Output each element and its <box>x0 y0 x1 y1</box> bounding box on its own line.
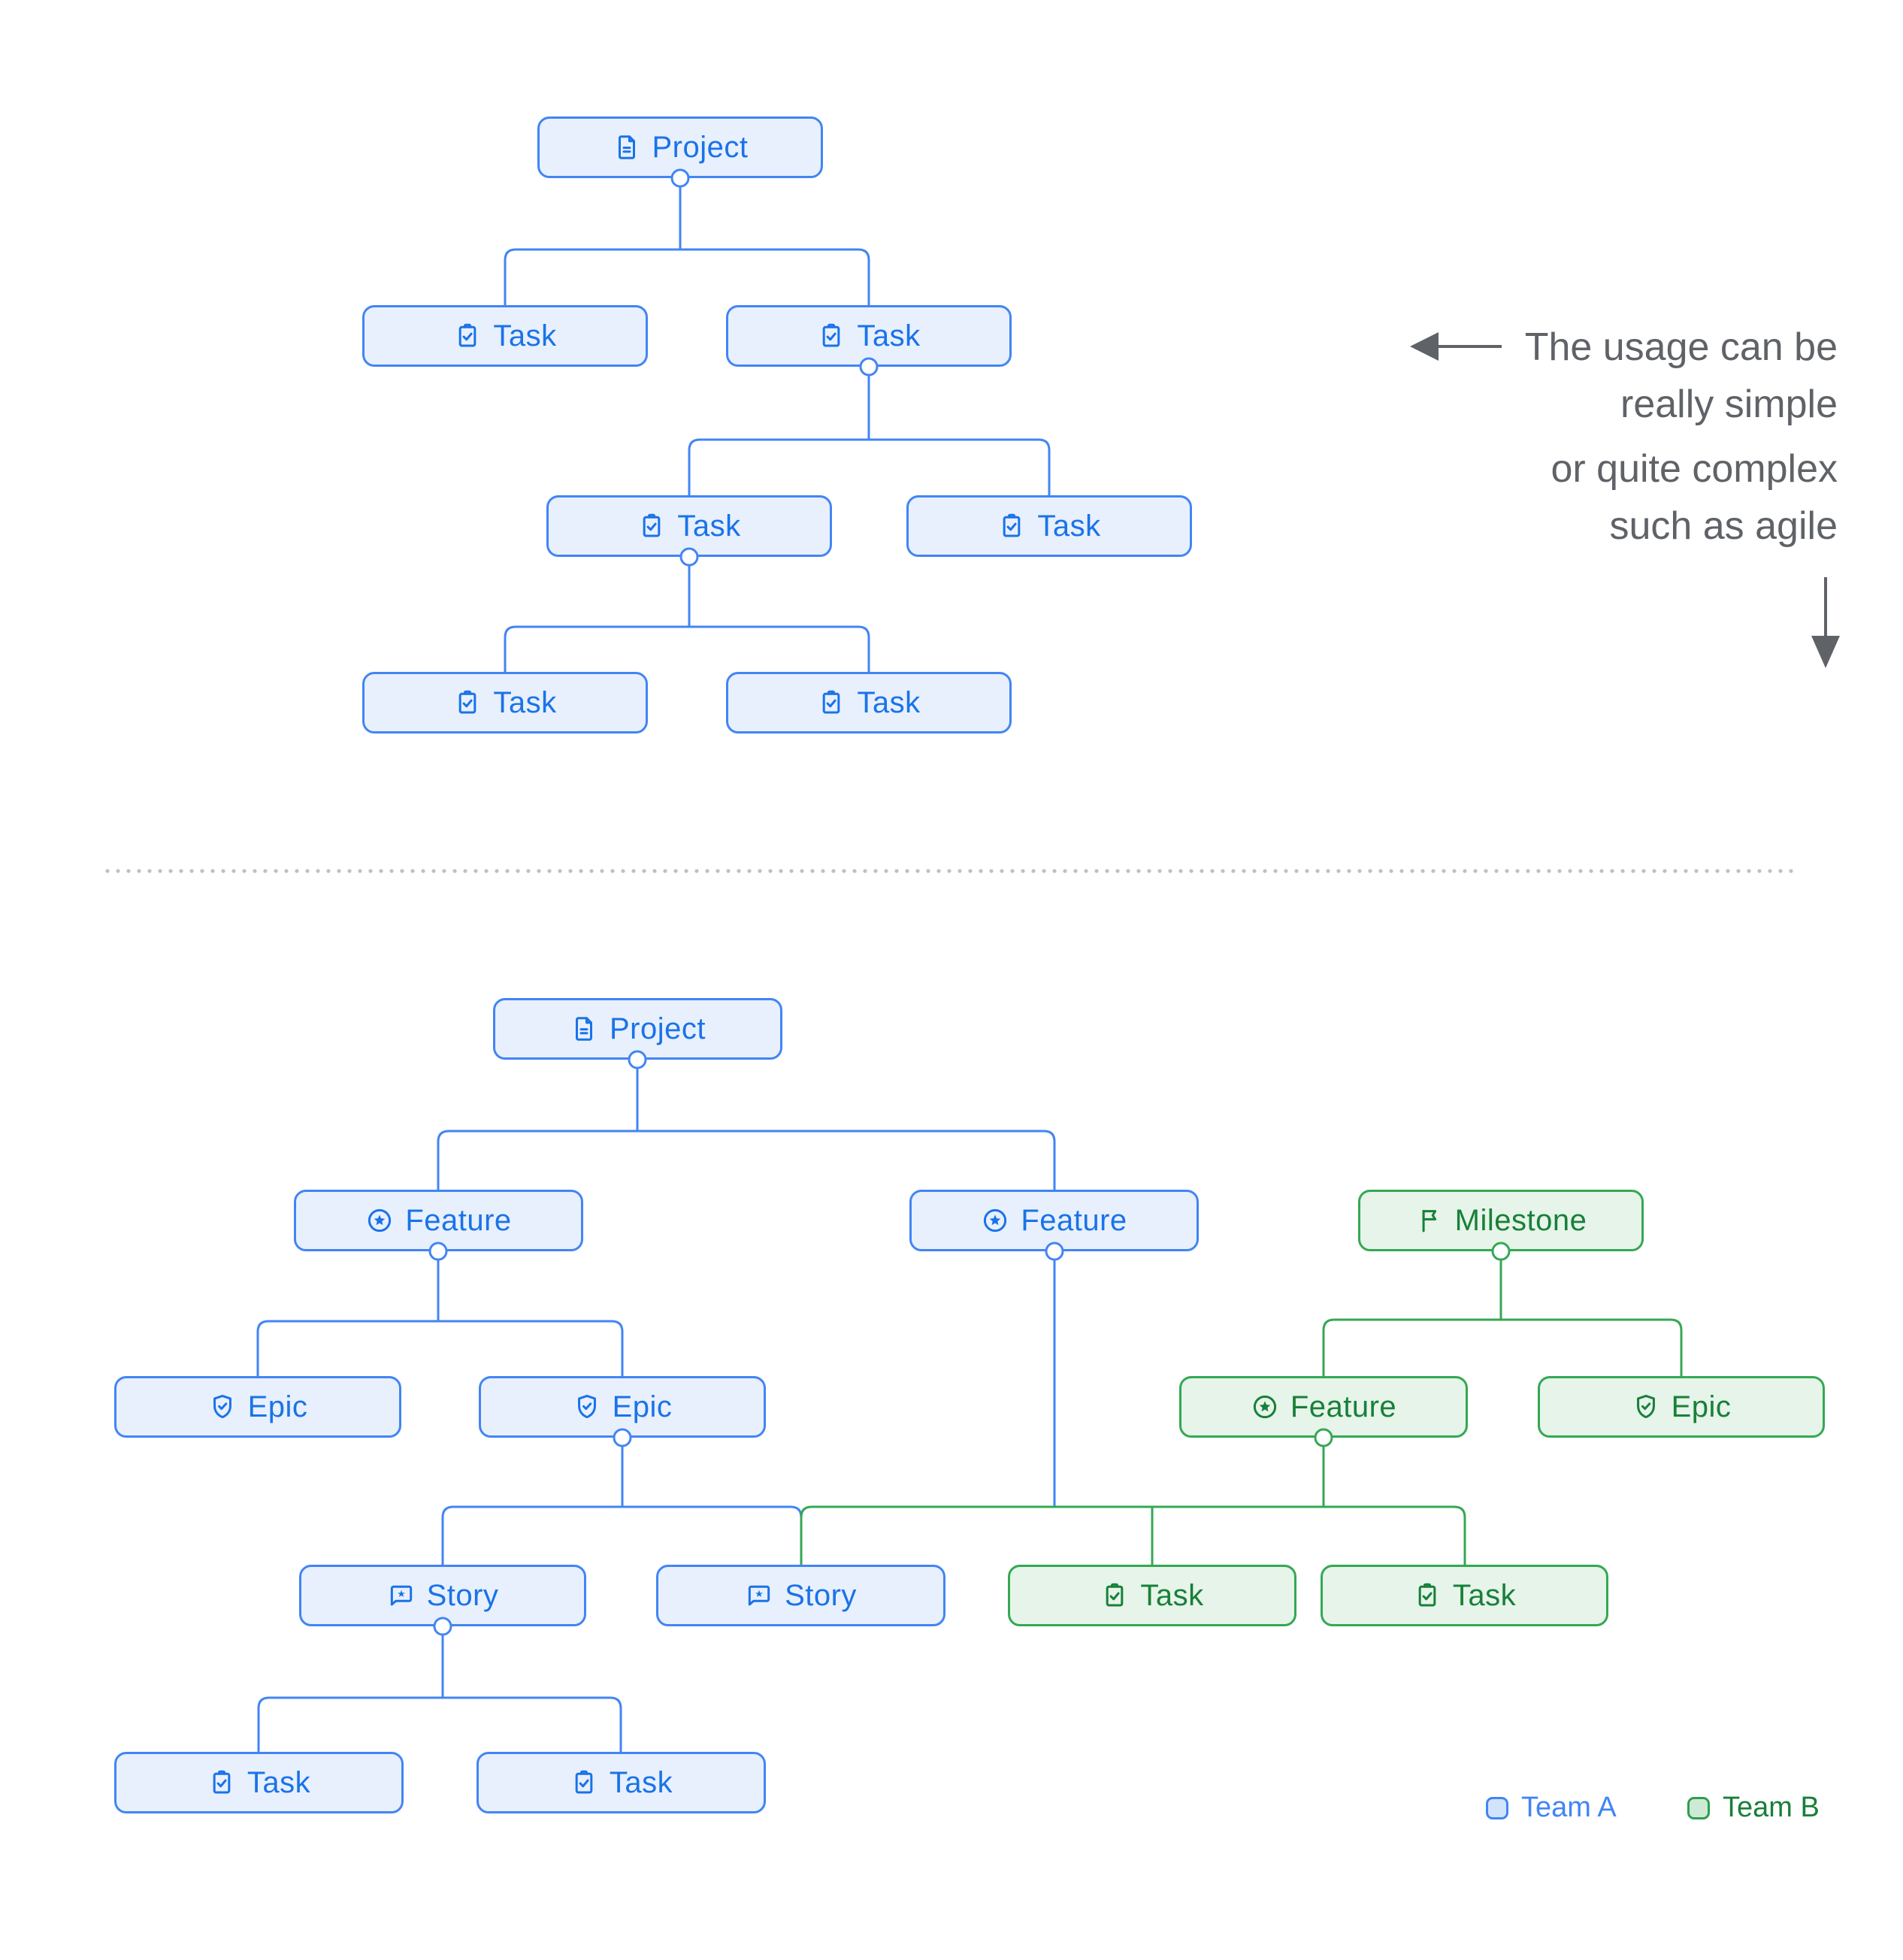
legend-label: Team B <box>1723 1792 1820 1823</box>
feature-icon <box>981 1206 1009 1235</box>
node-label: Task <box>247 1765 311 1799</box>
node-story[interactable]: Story <box>299 1565 586 1626</box>
task-icon <box>1413 1581 1442 1610</box>
node-task[interactable]: Task <box>362 305 648 367</box>
story-icon <box>387 1581 416 1610</box>
annotation-line: really simple <box>1620 383 1838 426</box>
node-project[interactable]: Project <box>493 998 782 1060</box>
node-project[interactable]: Project <box>537 116 823 178</box>
legend-item-team-a: Team A <box>1486 1792 1617 1824</box>
node-label: Milestone <box>1454 1203 1587 1237</box>
document-icon <box>613 133 641 162</box>
dotted-divider <box>105 869 1798 873</box>
node-task[interactable]: Task <box>1008 1565 1296 1626</box>
node-task[interactable]: Task <box>1321 1565 1608 1626</box>
node-task[interactable]: Task <box>726 305 1012 367</box>
node-label: Task <box>857 685 921 719</box>
node-task[interactable]: Task <box>546 495 832 557</box>
node-label: Task <box>1452 1578 1517 1612</box>
connector-complex-story1 <box>257 1626 622 1752</box>
annotation-text: The usage can be really simple or quite … <box>1372 319 1838 555</box>
node-milestone[interactable]: Milestone <box>1358 1190 1644 1251</box>
connector-simple-l1 <box>504 178 870 305</box>
connector-complex-shared-bar <box>800 1505 1466 1565</box>
node-label: Task <box>1140 1578 1204 1612</box>
node-label: Task <box>677 509 741 543</box>
node-label: Task <box>493 685 557 719</box>
node-task[interactable]: Task <box>906 495 1192 557</box>
task-icon <box>637 512 666 540</box>
task-icon <box>453 322 482 350</box>
node-feature[interactable]: Feature <box>294 1190 583 1251</box>
connector-complex-epic2 <box>441 1438 803 1565</box>
node-label: Project <box>610 1012 706 1045</box>
node-story[interactable]: Story <box>656 1565 945 1626</box>
epic-icon <box>573 1393 601 1421</box>
node-feature[interactable]: Feature <box>909 1190 1199 1251</box>
node-label: Epic <box>612 1390 673 1423</box>
node-label: Epic <box>247 1390 308 1423</box>
node-label: Task <box>493 319 557 352</box>
annotation-line: or quite complex <box>1551 447 1838 491</box>
node-label: Feature <box>405 1203 512 1237</box>
task-icon <box>453 688 482 717</box>
task-icon <box>817 688 846 717</box>
node-task[interactable]: Task <box>726 672 1012 733</box>
node-task[interactable]: Task <box>362 672 648 733</box>
epic-icon <box>208 1393 237 1421</box>
node-label: Story <box>785 1578 857 1612</box>
node-label: Feature <box>1021 1203 1127 1237</box>
flag-icon <box>1415 1206 1444 1235</box>
annotation-line: such as agile <box>1609 504 1838 548</box>
legend-label: Team A <box>1521 1792 1617 1823</box>
legend-item-team-b: Team B <box>1687 1792 1820 1824</box>
task-icon <box>817 322 846 350</box>
node-label: Task <box>857 319 921 352</box>
arrow-down-head <box>1811 636 1840 668</box>
connector-complex-feature1 <box>256 1251 624 1376</box>
connector-simple-l3 <box>504 557 870 672</box>
node-epic[interactable]: Epic <box>479 1376 766 1438</box>
feature-icon <box>1251 1393 1279 1421</box>
connector-complex-milestone <box>1322 1251 1683 1376</box>
task-icon <box>1100 1581 1129 1610</box>
team-b-swatch <box>1687 1796 1710 1819</box>
task-icon <box>997 512 1026 540</box>
node-label: Task <box>609 1765 673 1799</box>
annotation-line: The usage can be <box>1524 325 1838 369</box>
node-epic[interactable]: Epic <box>1538 1376 1825 1438</box>
node-label: Task <box>1037 509 1101 543</box>
team-a-swatch <box>1486 1796 1508 1819</box>
node-feature[interactable]: Feature <box>1179 1376 1468 1438</box>
node-epic[interactable]: Epic <box>114 1376 401 1438</box>
node-label: Story <box>426 1578 499 1612</box>
node-label: Project <box>652 130 749 164</box>
node-label: Feature <box>1290 1390 1397 1423</box>
connector-simple-l2 <box>688 367 1051 495</box>
node-task[interactable]: Task <box>114 1752 404 1813</box>
node-task[interactable]: Task <box>477 1752 766 1813</box>
feature-icon <box>365 1206 394 1235</box>
node-label: Epic <box>1671 1390 1732 1423</box>
connector-complex-project <box>437 1060 1056 1190</box>
story-icon <box>745 1581 773 1610</box>
document-icon <box>570 1015 598 1043</box>
epic-icon <box>1632 1393 1660 1421</box>
legend: Team A Team B <box>0 1792 1903 1824</box>
